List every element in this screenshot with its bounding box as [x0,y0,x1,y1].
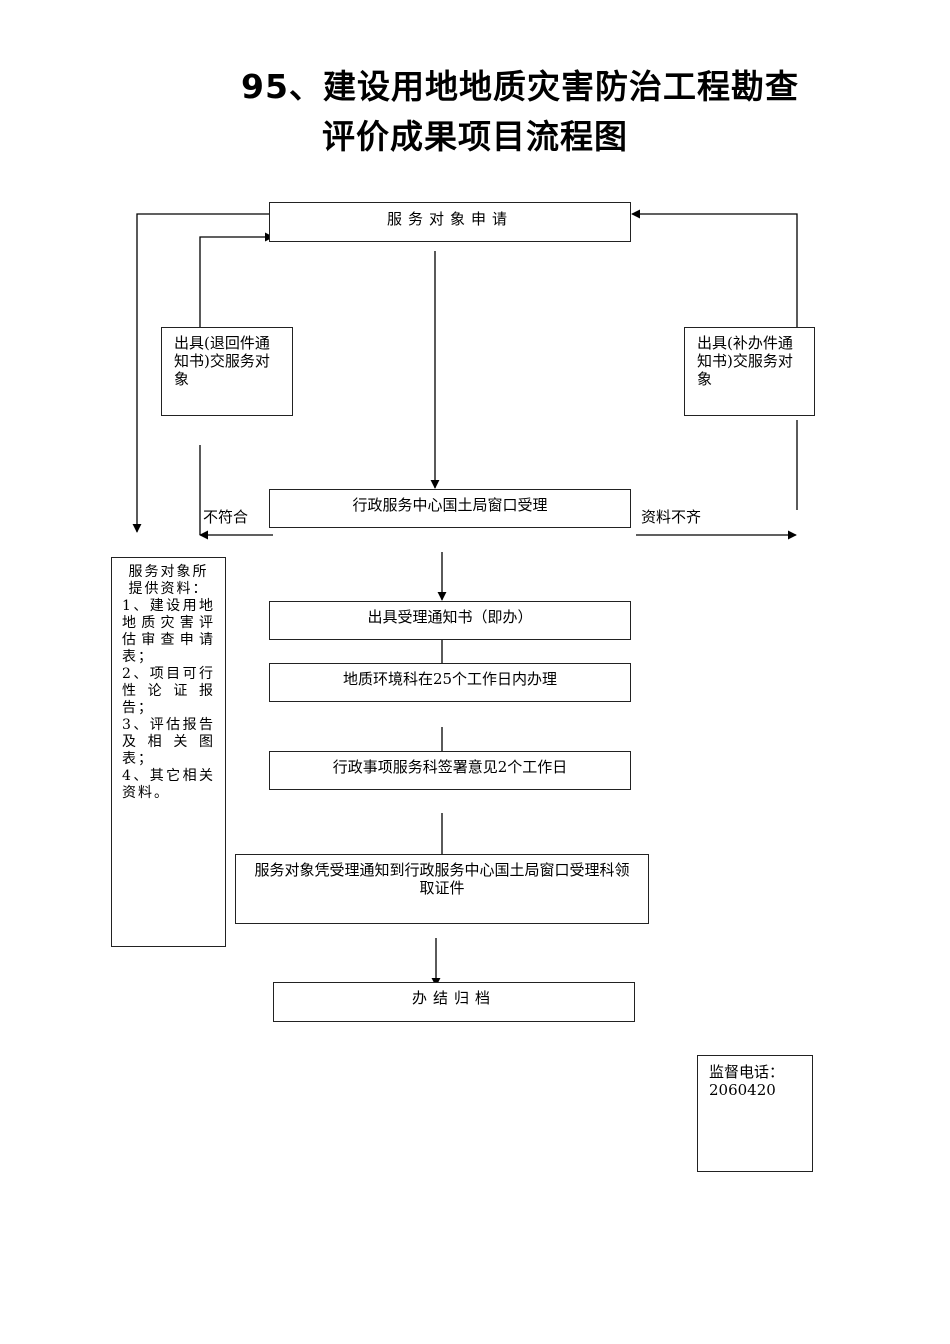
arrow-supplement-to-apply [631,209,798,327]
node-return-notice: 出具(退回件通知书)交服务对象 [161,327,293,416]
node-supplement-notice-text: 出具(补办件通知书)交服务对象 [697,334,793,388]
node-geo-env: 地质环境科在25个工作日内办理 [269,663,631,702]
title-line-2: 评价成果项目流程图 [322,117,628,156]
title-line-1: 95、建设用地地质灾害防治工程勘查 [241,67,799,106]
materials-box: 服务对象所提供资料： 1、建设用地地质灾害评估审查申请表； 2、项目可行性论证报… [111,557,226,947]
node-apply-text: 服务对象申请 [386,210,513,228]
supervision-phone: 2060420 [709,1081,776,1099]
materials-item: 1、建设用地地质灾害评估审查申请表； [122,598,215,665]
edge-label-incomplete: 资料不齐 [641,508,702,526]
node-archive: 办结归档 [273,982,635,1022]
supervision-label: 监督电话： [709,1063,785,1081]
node-admin-sign-text: 行政事项服务科签署意见2个工作日 [332,758,568,776]
node-collect-text: 服务对象凭受理通知到行政服务中心国土局窗口受理科领取证件 [254,861,630,897]
node-supplement-notice: 出具(补办件通知书)交服务对象 [684,327,815,416]
node-return-notice-text: 出具(退回件通知书)交服务对象 [174,334,270,388]
node-geo-env-text: 地质环境科在25个工作日内办理 [342,670,558,688]
materials-item: 2、项目可行性论证报告； [122,666,215,716]
materials-heading: 服务对象所提供资料： [128,564,209,597]
node-archive-text: 办结归档 [411,989,496,1007]
supervision-box: 监督电话： 2060420 [697,1055,813,1172]
node-admin-sign: 行政事项服务科签署意见2个工作日 [269,751,631,790]
materials-item: 3、评估报告及相关图表； [122,717,215,767]
edge-label-not-compliant: 不符合 [203,508,249,526]
node-window-accept-text: 行政服务中心国土局窗口受理 [352,496,548,514]
materials-item: 4、其它相关资料。 [122,768,215,801]
arrow-return-to-apply [199,232,274,327]
node-collect: 服务对象凭受理通知到行政服务中心国土局窗口受理科领取证件 [235,854,649,924]
node-accept-notice: 出具受理通知书（即办） [269,601,631,640]
arrow-apply-to-materials [132,213,270,533]
node-apply: 服务对象申请 [269,202,631,242]
node-window-accept: 行政服务中心国土局窗口受理 [269,489,631,528]
node-accept-notice-text: 出具受理通知书（即办） [367,608,533,626]
